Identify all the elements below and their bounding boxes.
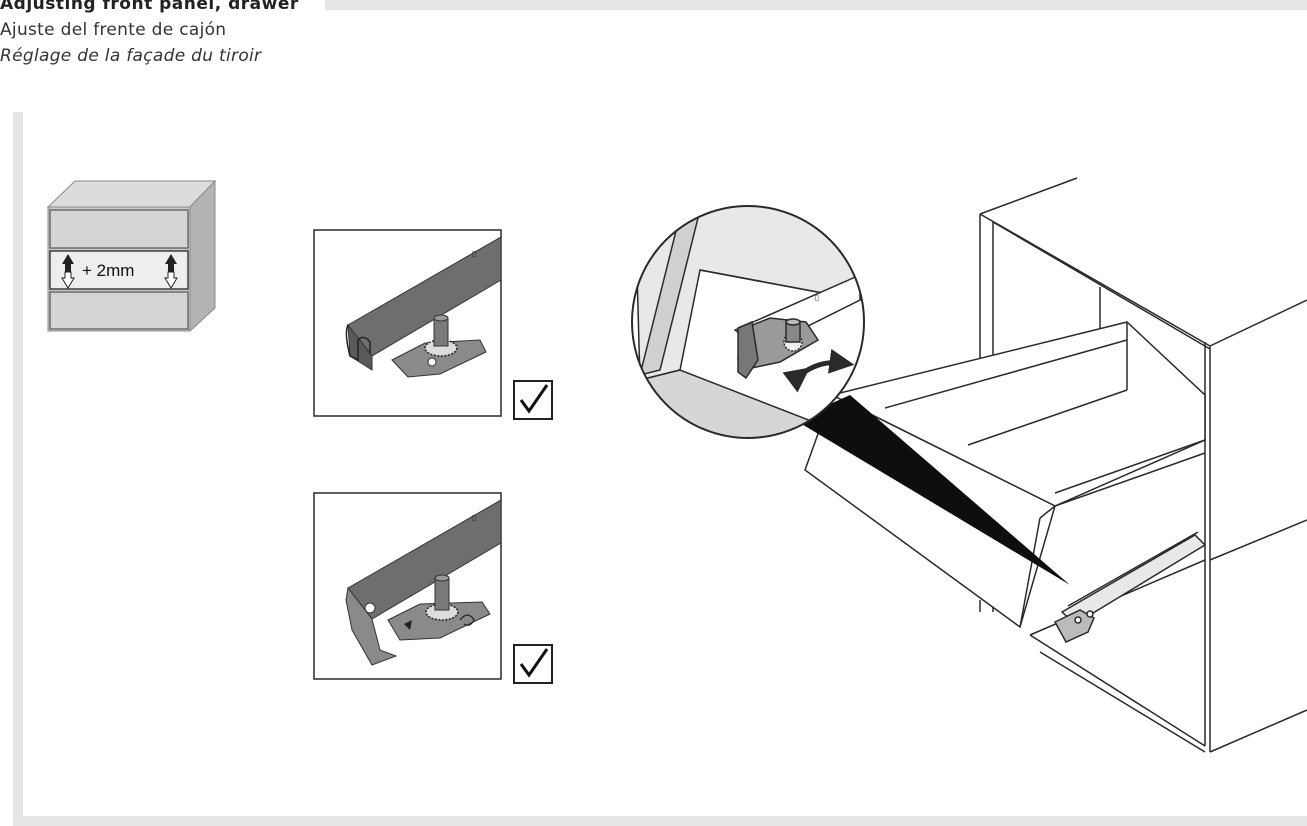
top-divider-bar	[325, 0, 1307, 10]
zoom-pointer-cone	[795, 395, 1070, 585]
frame-left-border	[13, 112, 23, 826]
arrow-up-down-right-icon	[164, 254, 178, 289]
header: Adjusting front panel, drawer Ajuste del…	[0, 0, 310, 69]
title-french: Réglage de la façade du tiroir	[0, 46, 262, 66]
height-adjust-label: + 2mm	[82, 261, 134, 280]
svg-text:▯: ▯	[472, 513, 476, 522]
title-spanish: Ajuste del frente de cajón	[0, 20, 227, 40]
checkbox-checked-icon-bottom	[513, 644, 553, 684]
checkbox-checked-icon-top	[513, 380, 553, 420]
svg-text:▯: ▯	[472, 249, 476, 258]
cabinet-height-icon: + 2mm	[46, 179, 217, 333]
magnified-detail-circle: ▯	[631, 205, 865, 439]
frame-bottom-border	[13, 816, 1307, 826]
svg-text:▯: ▯	[815, 294, 819, 302]
title-english: Adjusting front panel, drawer	[0, 0, 299, 14]
rail-detail-panel-bottom: ▯	[313, 492, 502, 680]
arrow-up-down-left-icon	[61, 254, 75, 289]
rotate-arrow-icon	[782, 348, 855, 393]
rail-detail-panel-top: ▯	[313, 229, 502, 417]
